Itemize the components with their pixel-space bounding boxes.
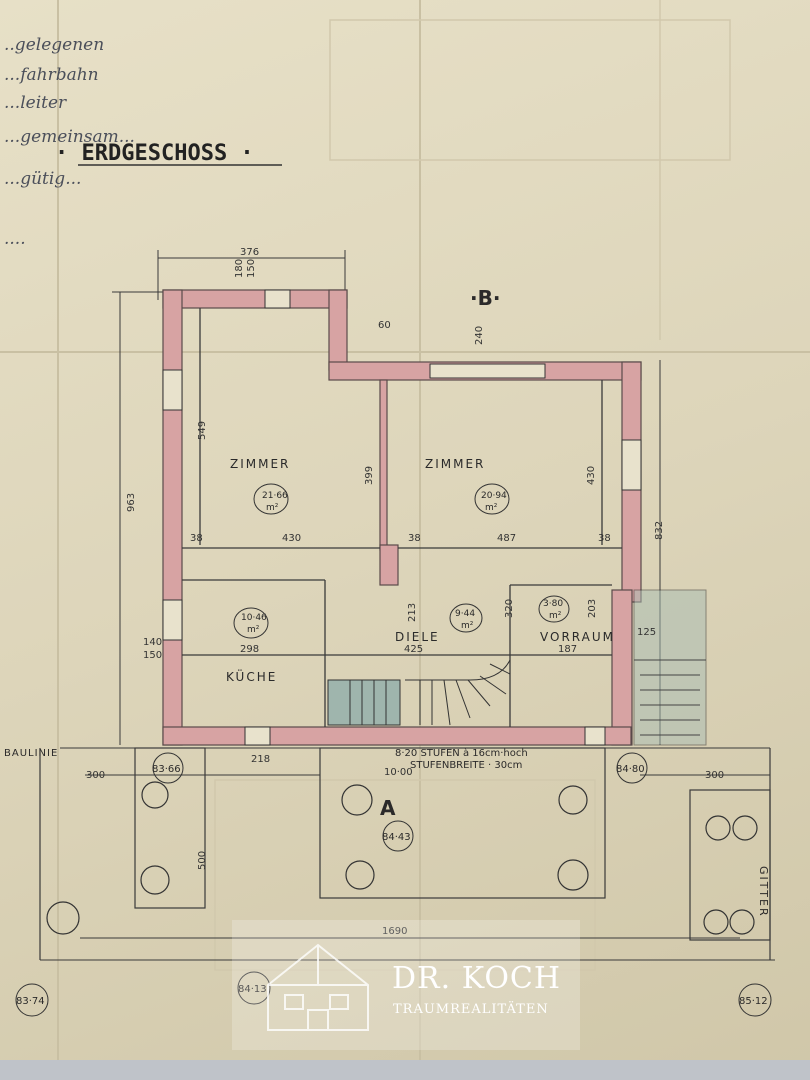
terrace — [633, 589, 707, 746]
room-area-kueche: 10·46 — [241, 613, 267, 623]
dim-298: 298 — [240, 644, 259, 655]
dim-300-right: 300 — [705, 770, 724, 781]
dim-187: 187 — [558, 644, 577, 655]
stairs-note-1: 8·20 STUFEN à 16cm·hoch — [395, 747, 528, 759]
dim-center-399: 399 — [364, 466, 375, 485]
dim-top-150: 150 — [246, 259, 257, 278]
dim-wall-38-b: 38 — [408, 533, 421, 544]
elevation-2: 84·80 — [616, 764, 645, 775]
room-unit-zimmer-left: m² — [266, 503, 279, 513]
plan-title: · ERDGESCHOSS · — [55, 141, 254, 166]
dim-right-832: 832 — [654, 521, 665, 540]
room-name-diele: DIELE — [395, 630, 440, 644]
handwritten-line-2: ...fahrbahn — [4, 65, 99, 85]
area-circle-zimmer-left — [253, 483, 289, 515]
dim-1000: 10·00 — [384, 767, 413, 778]
room-unit-kueche: m² — [247, 625, 260, 635]
garden-area — [39, 747, 771, 960]
room-area-zimmer-left: 21·66 — [262, 491, 288, 501]
label-gitter: GITTER — [757, 866, 770, 918]
room-unit-vorraum: m² — [549, 611, 562, 621]
windows — [162, 289, 642, 746]
dim-425: 425 — [404, 644, 423, 655]
dim-right-430: 430 — [586, 466, 597, 485]
handwritten-line-6: .... — [4, 229, 26, 249]
stairs-note-2: STUFENBREITE · 30cm — [410, 760, 522, 771]
area-circle-vorraum — [538, 595, 570, 623]
elevation-markers: 83·66 84·80 84·43 83·74 84·13 85·12 — [15, 752, 772, 1017]
elevation-1: 83·66 — [152, 764, 181, 775]
dimension-labels: 376 180 150 549 963 399 430 832 38 430 3… — [86, 247, 724, 937]
dim-left-963: 963 — [126, 493, 137, 512]
dim-left-549: 549 — [197, 421, 208, 440]
room-unit-diele: m² — [461, 621, 474, 631]
room-area-vorraum: 3·80 — [543, 599, 563, 609]
dim-213: 213 — [407, 603, 418, 622]
room-unit-zimmer-right: m² — [485, 503, 498, 513]
table-surface — [0, 1060, 810, 1080]
dim-60: 60 — [378, 320, 391, 331]
dim-wall-38-c: 38 — [598, 533, 611, 544]
room-name-kueche: KÜCHE — [226, 668, 277, 684]
dim-140: 140 — [143, 637, 162, 648]
dim-430: 430 — [282, 533, 301, 544]
dim-300-left: 300 — [86, 770, 105, 781]
handwritten-line-3: ...leiter — [4, 93, 67, 113]
label-baulinie: BAULINIE — [4, 748, 58, 759]
dim-500: 500 — [197, 851, 208, 870]
dim-150: 150 — [143, 650, 162, 661]
area-circle-zimmer-right — [474, 483, 510, 515]
elevation-4: 83·74 — [16, 996, 45, 1007]
section-marker-a: A — [380, 796, 396, 820]
handwritten-note: ..gelegenen ...fahrbahn ...leiter ...gem… — [4, 35, 135, 249]
area-circle-diele — [449, 603, 483, 633]
elevation-5: 84·13 — [238, 984, 267, 995]
handwritten-line-5: ...gütig... — [4, 169, 81, 189]
dim-487: 487 — [497, 533, 516, 544]
dim-320: 320 — [504, 599, 515, 618]
room-labels: ZIMMER 21·66 m² ZIMMER 20·94 m² KÜCHE 10… — [226, 457, 615, 684]
elevation-3: 84·43 — [382, 832, 411, 843]
faded-background-drawing — [214, 0, 731, 971]
dim-125: 125 — [637, 627, 656, 638]
dim-218: 218 — [251, 754, 270, 765]
section-marker-b: ·B· — [470, 286, 500, 310]
dim-top-width: 376 — [240, 247, 259, 258]
room-name-zimmer-left: ZIMMER — [230, 457, 290, 471]
dim-top-180: 180 — [234, 259, 245, 278]
shrubs — [46, 781, 758, 935]
logo-subtitle: TRAUMREALITÄTEN — [393, 1000, 549, 1017]
room-name-zimmer-right: ZIMMER — [425, 457, 485, 471]
staircase — [327, 659, 511, 726]
dim-wall-38-a: 38 — [190, 533, 203, 544]
handwritten-line-1: ..gelegenen — [4, 35, 104, 55]
room-area-zimmer-right: 20·94 — [481, 491, 507, 501]
dim-240: 240 — [474, 326, 485, 345]
room-name-vorraum: VORRAUM — [540, 630, 615, 644]
room-area-diele: 9·44 — [455, 609, 475, 619]
handwritten-line-4: ...gemeinsam... — [4, 127, 135, 147]
house-logo-icon — [267, 943, 369, 1031]
dim-1690: 1690 — [382, 926, 407, 937]
logo-name: DR. KOCH — [392, 961, 561, 996]
watermark-logo: DR. KOCH TRAUMREALITÄTEN — [232, 920, 580, 1050]
area-circle-kueche — [233, 607, 269, 639]
dim-203: 203 — [587, 599, 598, 618]
elevation-6: 85·12 — [739, 996, 768, 1007]
